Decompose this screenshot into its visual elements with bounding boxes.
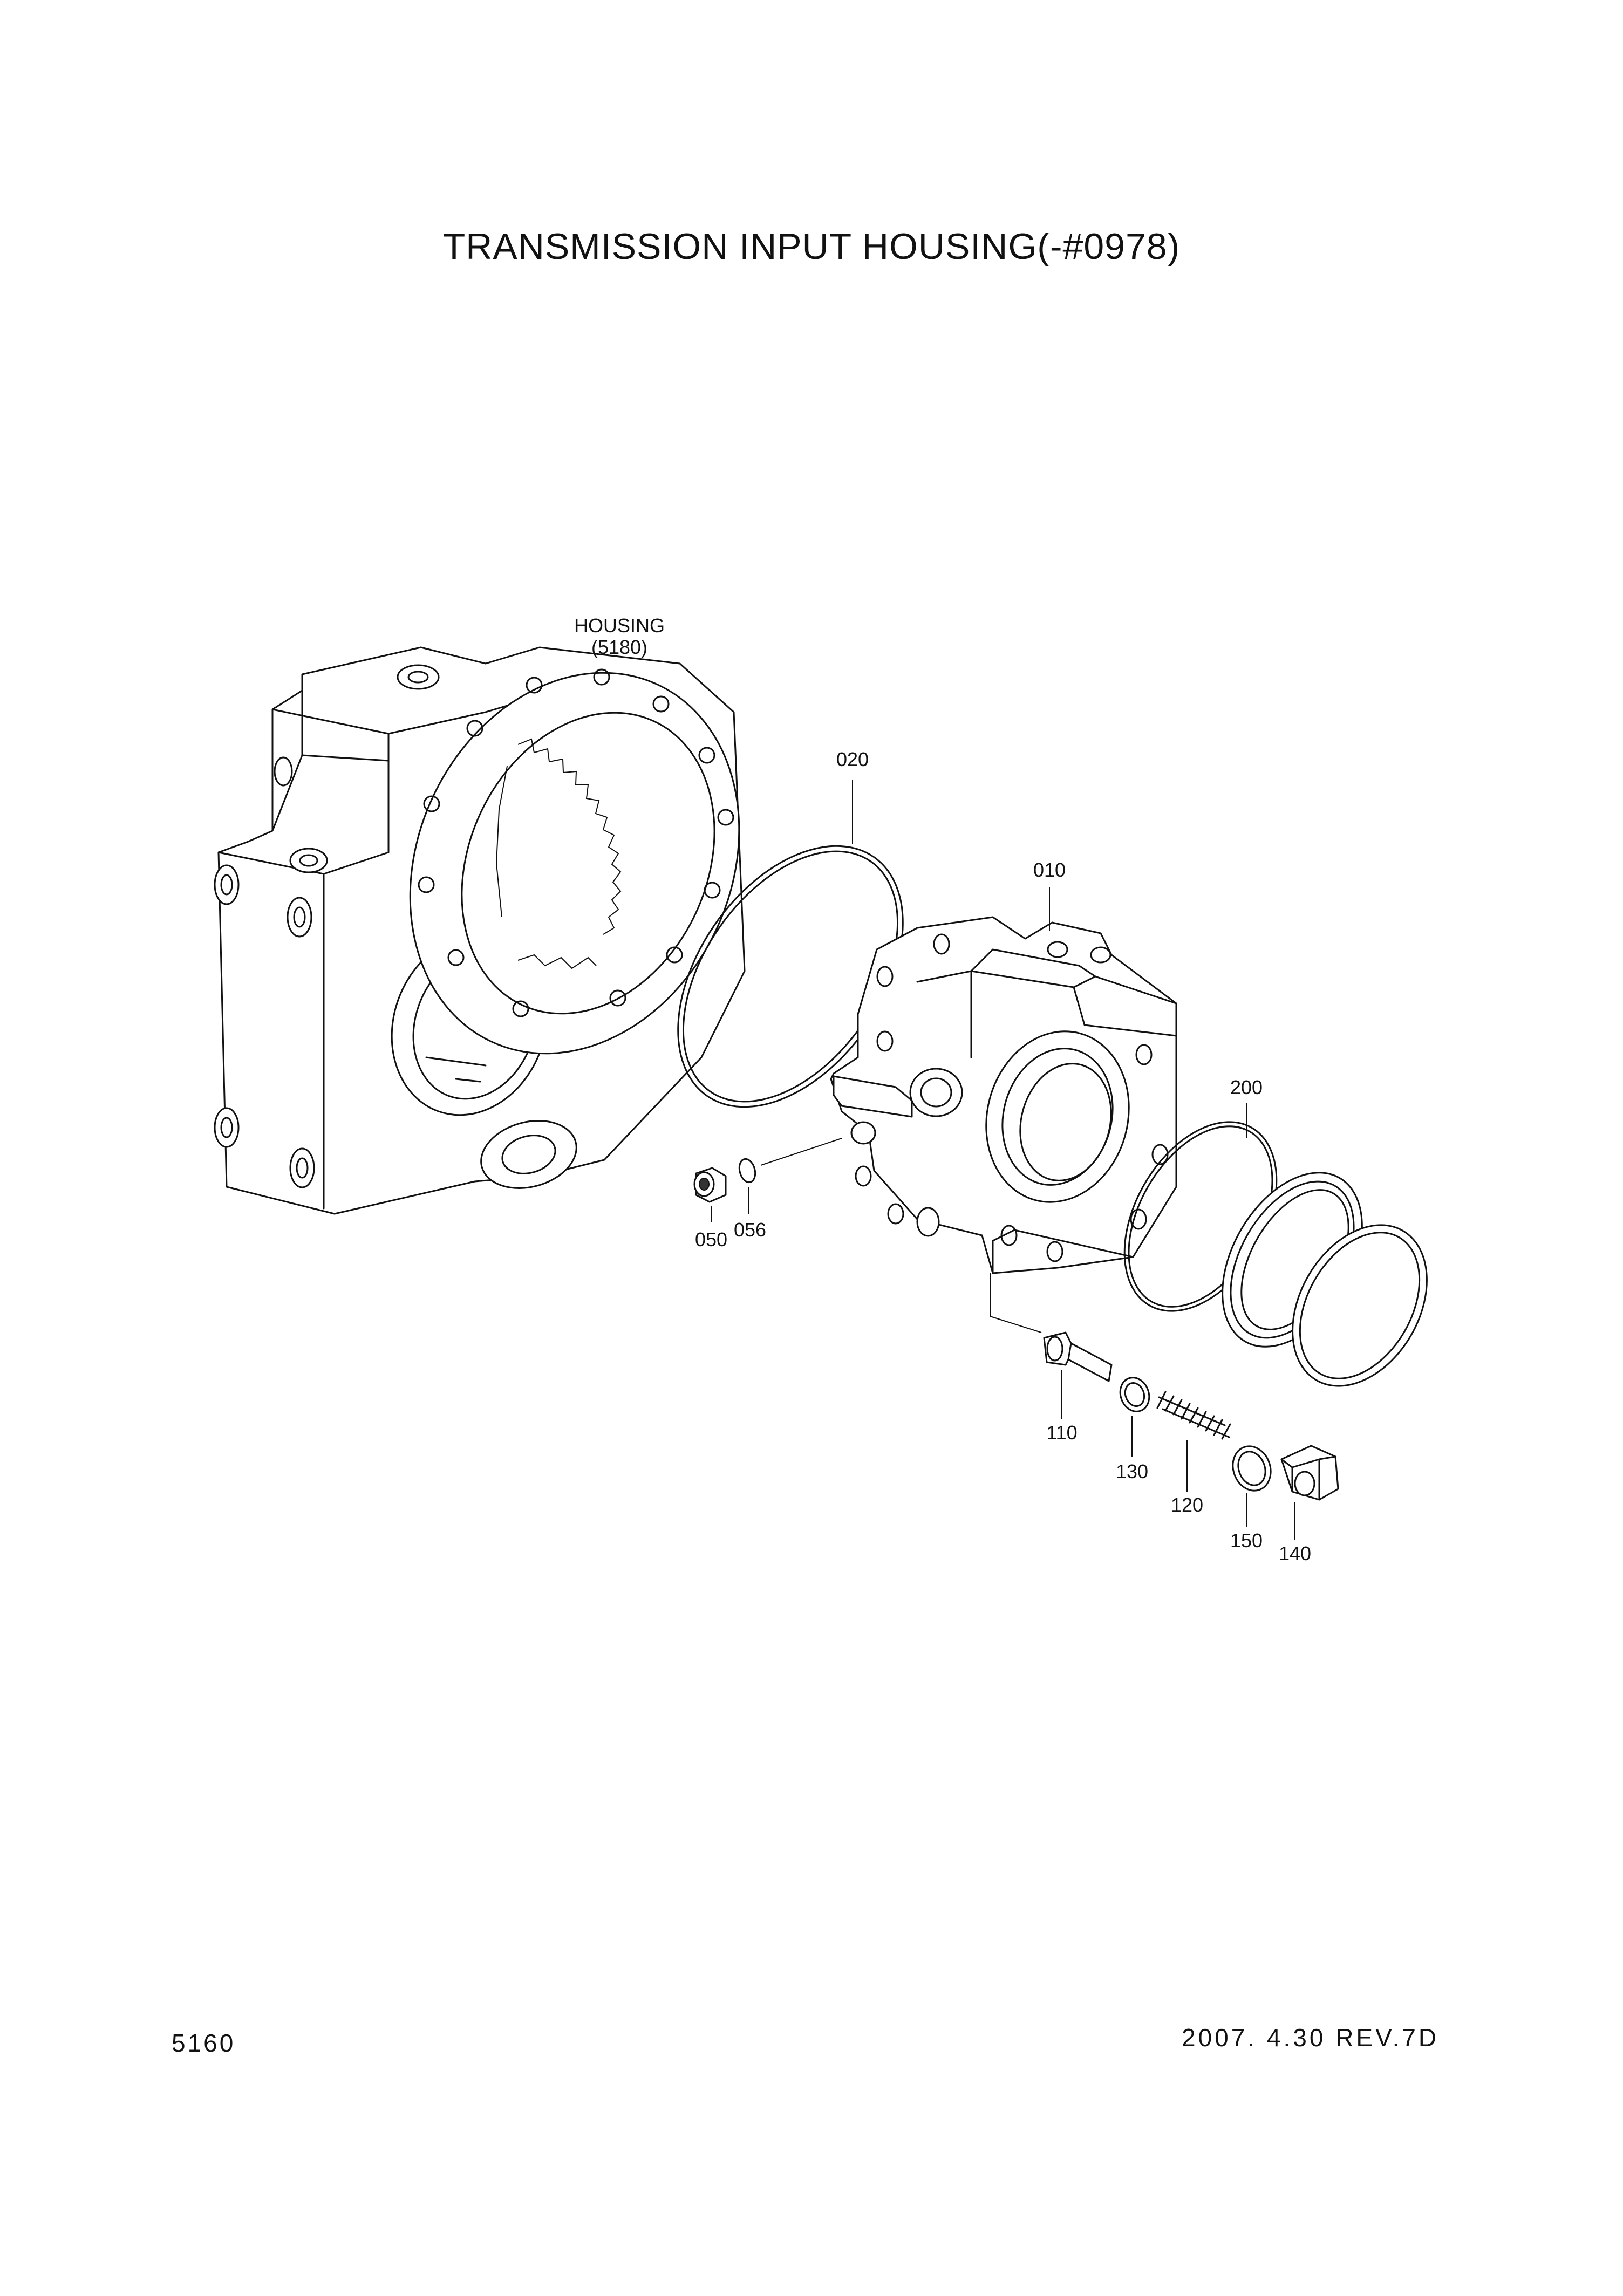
housing-ref-label: (5180)	[591, 636, 647, 658]
housing-5180-casting	[214, 646, 746, 1215]
ring-150[interactable]	[1227, 1441, 1277, 1496]
leader-housing-to-110-b	[990, 1316, 1042, 1333]
spring-120[interactable]	[1156, 1391, 1231, 1440]
seal-ring-set-200[interactable]	[1093, 1095, 1454, 1410]
label-200[interactable]: 200	[1230, 1076, 1263, 1098]
label-140[interactable]: 140	[1279, 1542, 1311, 1564]
revision-date: 2007. 4.30 REV.7D	[1182, 2024, 1440, 2052]
ring-130[interactable]	[1116, 1374, 1154, 1416]
plug-050[interactable]	[693, 1167, 727, 1203]
label-130[interactable]: 130	[1116, 1460, 1148, 1482]
label-120[interactable]: 120	[1171, 1494, 1203, 1516]
label-050[interactable]: 050	[695, 1228, 727, 1250]
input-housing-010[interactable]	[830, 916, 1177, 1274]
label-150[interactable]: 150	[1230, 1529, 1263, 1552]
page-number: 5160	[172, 2029, 236, 2057]
flange-bolt-holes	[418, 668, 734, 1017]
valve-piston-110[interactable]	[1043, 1331, 1113, 1382]
plug-screw-140[interactable]	[1280, 1445, 1339, 1501]
leader-056-to-housing	[760, 1138, 842, 1166]
o-ring-056[interactable]	[737, 1157, 758, 1184]
label-020[interactable]: 020	[836, 748, 869, 770]
label-056[interactable]: 056	[734, 1219, 766, 1241]
label-010[interactable]: 010	[1033, 859, 1066, 881]
label-110[interactable]: 110	[1046, 1422, 1077, 1444]
housing-label: HOUSING	[574, 614, 665, 637]
diagram-title: TRANSMISSION INPUT HOUSING(-#0978)	[442, 226, 1181, 267]
